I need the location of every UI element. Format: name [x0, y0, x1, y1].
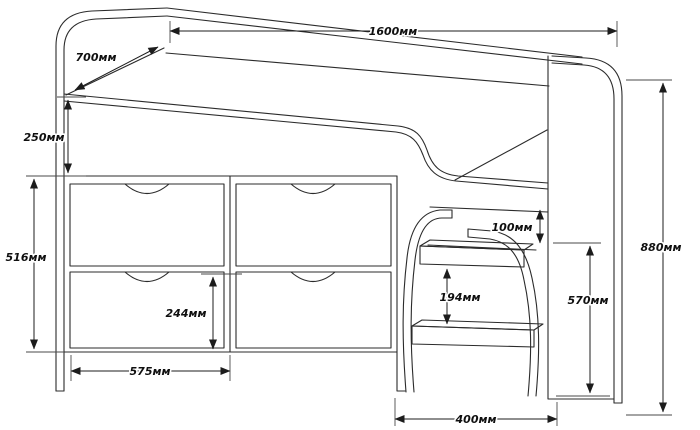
dim-side-height-label: 570мм — [568, 294, 609, 307]
bed-outline — [55, 7, 623, 404]
drawer-handle-cutout — [124, 183, 170, 195]
drawer-handle-cutout — [290, 271, 336, 283]
back-rail — [65, 7, 583, 96]
dim-front-height-label: 516мм — [6, 251, 47, 264]
drawer-cabinet — [63, 175, 406, 392]
dimension-annotations: 1600мм 700мм 250мм 516мм 244мм 575мм 100… — [4, 21, 683, 428]
drawer-bottom-right — [235, 271, 392, 349]
dim-length-label: 1600мм — [369, 25, 418, 38]
drawer-handle-cutout — [124, 271, 170, 283]
drawer-top-left — [69, 183, 225, 267]
dim-depth-label: 700мм — [76, 51, 117, 64]
front-rail — [63, 93, 549, 190]
right-panel — [547, 55, 623, 404]
left-headboard — [55, 7, 168, 392]
dim-platform-gap-label: 100мм — [492, 221, 533, 234]
dim-drawer-height-label: 244мм — [166, 307, 207, 320]
dim-total-height-label: 880мм — [641, 241, 682, 254]
drawer-bottom-left — [69, 271, 225, 349]
drawer-top-right — [235, 183, 392, 267]
dim-rail-height-label: 250мм — [24, 131, 65, 144]
dim-stairs-width-label: 400мм — [455, 413, 497, 426]
stairs-unit — [402, 206, 549, 397]
drawer-handle-cutout — [290, 183, 336, 195]
dim-drawer-width-label: 575мм — [130, 365, 171, 378]
dim-step-rise-label: 194мм — [440, 291, 481, 304]
